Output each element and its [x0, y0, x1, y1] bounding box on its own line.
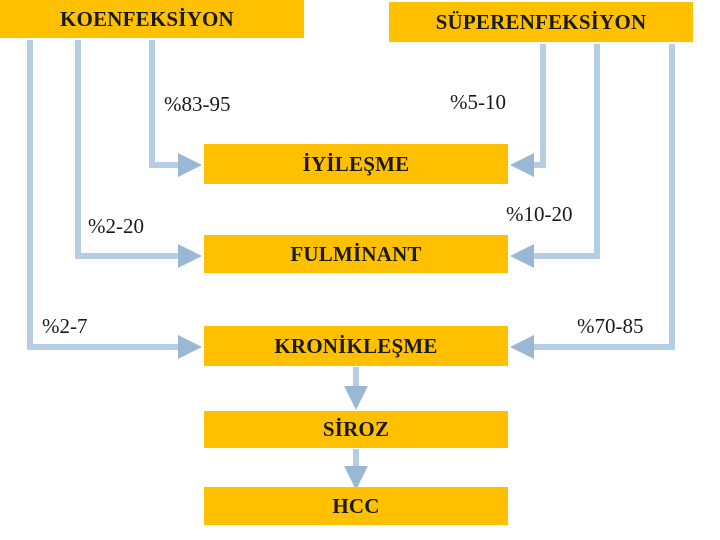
hcc-box: HCC	[204, 487, 508, 525]
arrow-coinfection-chronic	[27, 40, 202, 359]
recovery-box: İYİLEŞME	[204, 144, 508, 184]
rate-superinfection-fulminant: %10-20	[506, 202, 573, 226]
arrow-coinfection-recovery	[149, 40, 202, 177]
cirrhosis-box: SİROZ	[204, 411, 508, 448]
arrow-superinfection-recovery	[510, 44, 546, 177]
chronic-box: KRONİKLEŞME	[204, 326, 508, 366]
rate-coinfection-recovery: %83-95	[164, 92, 231, 116]
coinfection-box: KOENFEKSİYON	[0, 0, 304, 38]
arrow-superinfection-fulminant	[510, 44, 600, 268]
rate-coinfection-fulminant: %2-20	[88, 214, 144, 238]
superinfection-box: SÜPERENFEKSİYON	[389, 2, 693, 42]
rate-coinfection-chronic: %2-7	[42, 314, 88, 338]
rate-superinfection-recovery: %5-10	[450, 90, 506, 114]
arrow-coinfection-fulminant	[75, 40, 202, 268]
fulminant-box: FULMİNANT	[204, 235, 508, 273]
rate-superinfection-chronic: %70-85	[577, 314, 644, 338]
arrow-superinfection-chronic	[510, 44, 675, 359]
